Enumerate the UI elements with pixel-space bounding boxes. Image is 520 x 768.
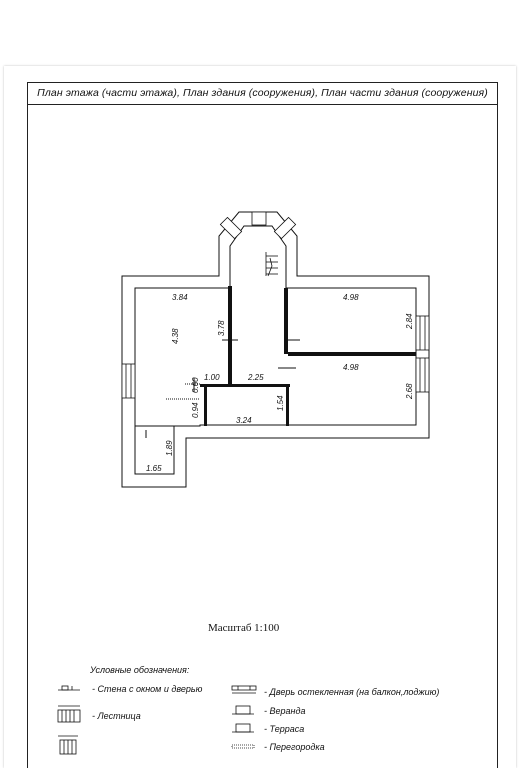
staircase-icon [57, 705, 81, 723]
dim-corridor-width: 2.25 [247, 373, 264, 382]
window-left [121, 363, 136, 399]
legend-staircase: - Лестница [92, 711, 141, 721]
staircase [265, 252, 278, 277]
dim-porch-width: 1.65 [146, 464, 162, 473]
partition-wall-bath [286, 384, 289, 426]
wall-window-door-icon [58, 685, 80, 691]
window-bay-right [273, 216, 297, 240]
dim-room3-height: 2.68 [405, 383, 414, 400]
dim-hall-height: 3.78 [217, 320, 226, 336]
partition-wall-horizontal [288, 352, 416, 356]
top-bar [0, 0, 520, 64]
staircase-icon-2 [58, 735, 78, 755]
dim-room2-width: 4.98 [343, 293, 359, 302]
legend-wall-window-door: - Стена с окном и дверью [92, 684, 203, 694]
interior-wall-outline [134, 225, 417, 475]
drawing-title: План этажа (части этажа), План здания (с… [37, 87, 488, 99]
dim-room2-height: 2.84 [405, 313, 414, 330]
legend-title: Условные обозначения: [90, 665, 190, 675]
legend-partition: - Перегородка [264, 742, 325, 752]
exterior-wall-outline [121, 211, 430, 488]
dim-room1-width: 3.84 [172, 293, 188, 302]
veranda-icon [232, 705, 254, 715]
scale-label: Масштаб 1:100 [208, 622, 280, 634]
dim-porch-height: 1.89 [165, 440, 174, 456]
window-bay-left [219, 216, 243, 240]
dim-opening-060: 0.60 [191, 377, 200, 393]
window-right-lower [415, 357, 430, 393]
dim-room1-height: 4.38 [171, 328, 180, 344]
legend-glazed-door: - Дверь остекленная (на балкон,лоджию) [264, 687, 440, 697]
dim-passage-width: 1.00 [204, 373, 220, 382]
glazed-door-icon [231, 685, 257, 694]
dim-bath-width: 3.24 [236, 416, 252, 425]
legend-veranda: - Веранда [264, 706, 306, 716]
document-sheet [4, 66, 516, 768]
partition-wall-mid [200, 384, 290, 387]
drawing-frame [27, 82, 498, 768]
partition-wall-left [228, 286, 232, 384]
dim-room3-width: 4.98 [343, 363, 359, 372]
legend-terrace: - Терраса [264, 724, 305, 734]
terrace-icon [232, 723, 254, 733]
dim-closet-depth: 0.94 [191, 402, 200, 418]
dim-bath-height: 1.54 [276, 395, 285, 411]
partition-wall-hall [204, 386, 207, 426]
window-bay-top [251, 211, 267, 226]
drawing-header: План этажа (части этажа), План здания (с… [27, 82, 498, 105]
partition-wall-center [284, 288, 288, 354]
partition-icon [231, 744, 255, 749]
window-right-upper [415, 315, 430, 351]
